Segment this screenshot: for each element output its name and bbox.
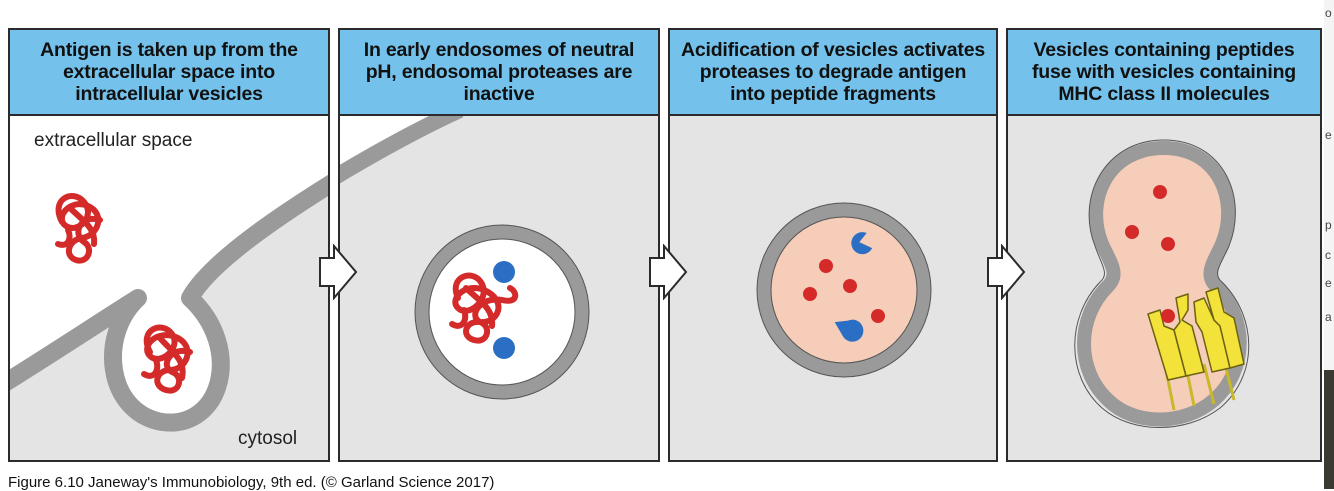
figure-caption: Figure 6.10 Janeway's Immunobiology, 9th…: [8, 474, 495, 491]
peptide-fragment: [843, 279, 857, 293]
panel-acidification: Acidification of vesicles activates prot…: [668, 28, 998, 462]
panel-4-header-text: Vesicles containing peptides fuse with v…: [1031, 39, 1297, 105]
panel-1-header: Antigen is taken up from the extracellul…: [10, 30, 328, 116]
antigen-invaginated: [141, 324, 193, 394]
panel-2-header: In early endosomes of neutral pH, endoso…: [340, 30, 658, 116]
edge-letter: e: [1325, 128, 1332, 142]
early-endosome: [415, 225, 589, 399]
peptide-fragment: [1161, 309, 1175, 323]
panel-antigen-uptake: Antigen is taken up from the extracellul…: [8, 28, 330, 462]
panel-2-header-text: In early endosomes of neutral pH, endoso…: [363, 39, 635, 105]
protease-inactive: [493, 261, 515, 283]
mhc-class-ii-molecule: [1147, 287, 1245, 411]
panel-4-header: Vesicles containing peptides fuse with v…: [1008, 30, 1320, 116]
edge-letter: e: [1325, 276, 1332, 290]
antigen-in-endosome: [449, 272, 519, 344]
edge-letter: o: [1325, 6, 1332, 20]
step-arrow-3: [987, 244, 1026, 300]
panel-1-header-text: Antigen is taken up from the extracellul…: [40, 39, 298, 105]
plasma-membrane: [10, 174, 328, 432]
panel-4-illustration: [1074, 139, 1250, 428]
acidified-vesicle: [757, 203, 931, 377]
peptide-fragment: [803, 287, 817, 301]
panel-3-header-text: Acidification of vesicles activates prot…: [680, 39, 986, 105]
protease-active: [851, 232, 873, 255]
peptide-fragment: [1153, 185, 1167, 199]
protease-inactive: [493, 337, 515, 359]
extracellular-region: [340, 110, 460, 175]
peptide-fragment: [871, 309, 885, 323]
peptide-fragment: [1125, 225, 1139, 239]
step-arrow-2: [649, 244, 688, 300]
panel-1-illustration: [10, 174, 328, 460]
protease-active: [834, 319, 864, 342]
cropped-edge-dark: [1324, 370, 1334, 489]
peptide-fragment: [819, 259, 833, 273]
cropped-edge-strip: o e p e c a: [1324, 0, 1334, 489]
peptide-fragment: [1161, 237, 1175, 251]
panel-2-illustration: [340, 102, 590, 400]
panel-3-header: Acidification of vesicles activates prot…: [670, 30, 996, 116]
antigen-extracellular: [55, 193, 103, 264]
edge-letter: c: [1325, 248, 1331, 262]
edge-letter: a: [1325, 310, 1332, 324]
panel-3-illustration: [756, 202, 932, 378]
panel-early-endosome: In early endosomes of neutral pH, endoso…: [338, 28, 660, 462]
panel-vesicle-fusion: Vesicles containing peptides fuse with v…: [1006, 28, 1322, 462]
fused-vesicle: [1077, 141, 1247, 427]
extracellular-space-label: extracellular space: [34, 130, 193, 151]
edge-letter: p: [1325, 218, 1332, 232]
cytosol-label: cytosol: [238, 428, 298, 449]
plasma-membrane-2: [340, 102, 464, 184]
step-arrow-1: [319, 244, 358, 300]
cytosol-region: [10, 185, 328, 460]
